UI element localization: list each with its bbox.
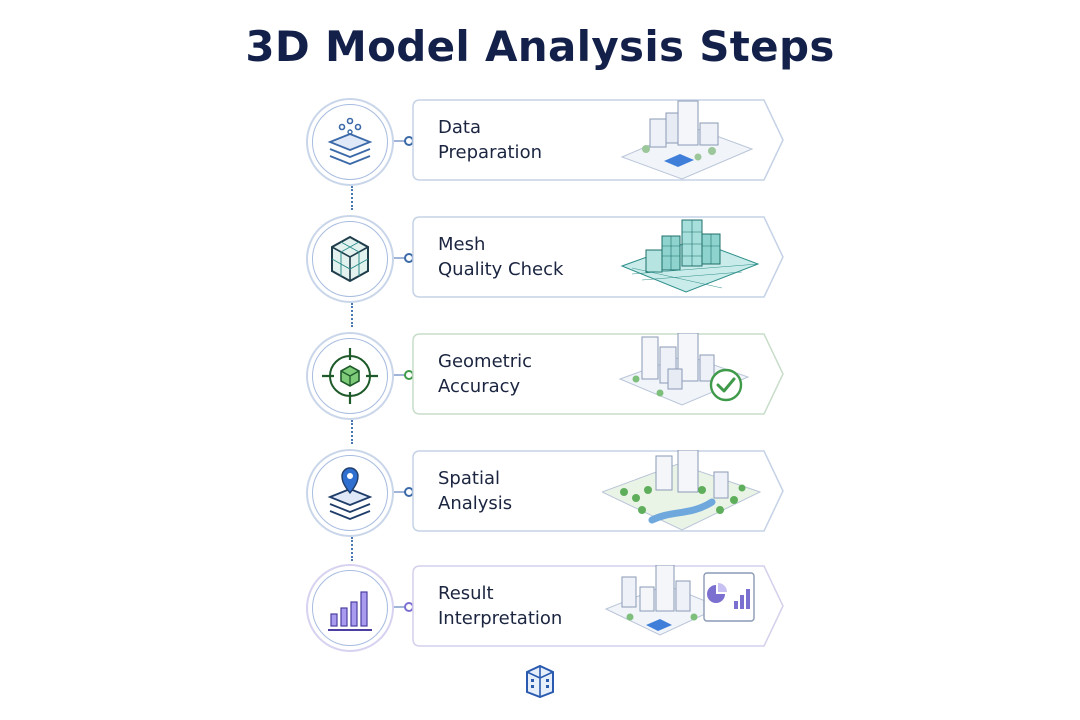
step-label-line2: Preparation xyxy=(438,142,542,163)
step-label-line2: Interpretation xyxy=(438,608,563,629)
step-circle xyxy=(306,98,394,186)
step-label: Spatial Analysis xyxy=(438,466,512,516)
mesh-terrain-illustration xyxy=(620,219,760,293)
step-label-line2: Accuracy xyxy=(438,376,521,397)
step-label-line2: Analysis xyxy=(438,493,513,514)
step-circle xyxy=(306,215,394,303)
step-card: Result Interpretation xyxy=(412,565,784,647)
city-check-illustration xyxy=(618,333,750,406)
connector-line xyxy=(351,303,353,327)
step-label-line1: Spatial xyxy=(438,468,500,489)
step-label: Data Preparation xyxy=(438,115,542,165)
step-label-line1: Result xyxy=(438,583,494,604)
step-circle xyxy=(306,332,394,420)
mesh-cube-icon xyxy=(331,235,369,283)
step-label: Result Interpretation xyxy=(438,581,562,631)
connector-line xyxy=(351,186,353,210)
step-label-line1: Data xyxy=(438,117,481,138)
layers-data-icon xyxy=(327,117,373,165)
city-dashboard-illustration xyxy=(604,565,755,636)
target-cube-icon xyxy=(322,348,378,404)
step-label: Geometric Accuracy xyxy=(438,349,532,399)
connector-line xyxy=(351,420,353,444)
step-card: Mesh Quality Check xyxy=(412,216,784,298)
map-pin-layers-icon xyxy=(327,467,373,520)
bar-chart-icon xyxy=(328,591,372,631)
building-logo-icon xyxy=(526,664,554,698)
step-label: Mesh Quality Check xyxy=(438,232,563,282)
step-label-line1: Geometric xyxy=(438,351,532,372)
step-label-line2: Quality Check xyxy=(438,259,564,280)
connector-line xyxy=(351,537,353,561)
step-card: Data Preparation xyxy=(412,99,784,181)
page-title: 3D Model Analysis Steps xyxy=(245,22,835,71)
step-card: Spatial Analysis xyxy=(412,450,784,532)
step-circle xyxy=(306,564,394,652)
step-circle xyxy=(306,449,394,537)
city-blocks-illustration xyxy=(620,100,754,180)
spatial-map-illustration xyxy=(602,450,762,531)
step-card: Geometric Accuracy xyxy=(412,333,784,415)
step-label-line1: Mesh xyxy=(438,234,486,255)
